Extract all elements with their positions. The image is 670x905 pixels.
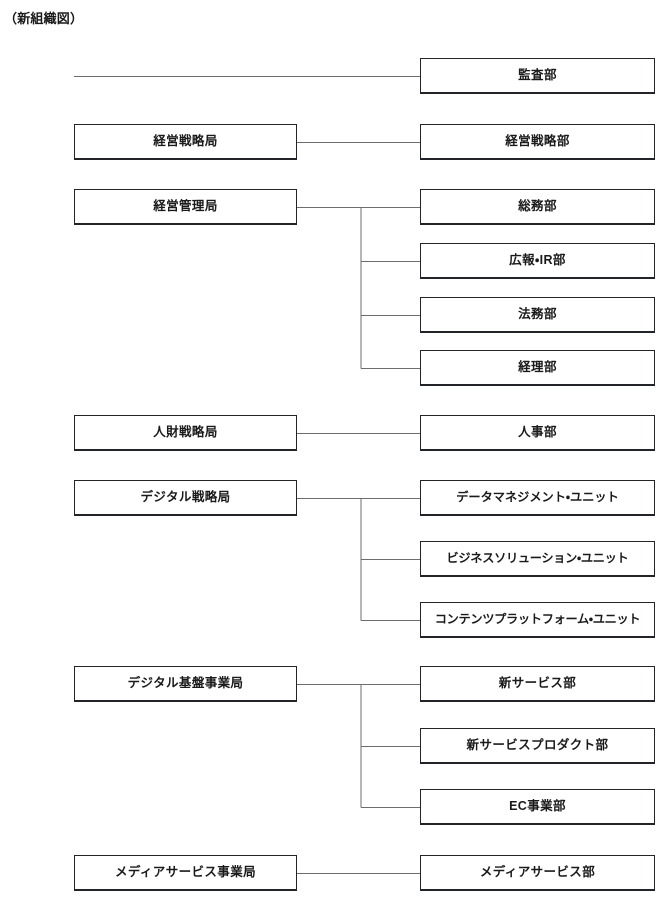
node-label: デジタル戦略局	[140, 490, 231, 505]
node-label: 人事部	[518, 425, 557, 440]
node-label: 監査部	[518, 68, 557, 83]
node-mgmt-strategy-dept[interactable]: 経営戦略部	[420, 124, 655, 160]
node-new-service-dept[interactable]: 新サービス部	[420, 666, 655, 702]
node-label: データマネジメント・ユニット	[456, 490, 619, 505]
node-business-solution-unit[interactable]: ビジネスソリューション・ユニット	[420, 541, 655, 577]
node-label: メディアサービス部	[479, 865, 596, 880]
node-hr-dept[interactable]: 人事部	[420, 415, 655, 451]
node-pr-ir-dept[interactable]: 広報・IR部	[420, 243, 655, 279]
node-label: 経営管理局	[153, 199, 218, 214]
node-label: コンテンツプラットフォーム・ユニット	[434, 612, 641, 627]
node-label: ビジネスソリューション・ユニット	[446, 551, 629, 566]
page-title: （新組織図）	[4, 11, 84, 26]
node-mgmt-admin-bureau[interactable]: 経営管理局	[74, 189, 297, 225]
node-accounting-dept[interactable]: 経理部	[420, 350, 655, 386]
node-label: 新サービスプロダクト部	[466, 738, 609, 753]
node-label: 総務部	[518, 199, 557, 214]
node-content-platform-unit[interactable]: コンテンツプラットフォーム・ユニット	[420, 602, 655, 638]
node-digital-infra-bureau[interactable]: デジタル基盤事業局	[74, 666, 297, 702]
node-new-service-product-dept[interactable]: 新サービスプロダクト部	[420, 728, 655, 764]
node-hr-strategy-bureau[interactable]: 人財戦略局	[74, 415, 297, 451]
node-digital-strategy-bureau[interactable]: デジタル戦略局	[74, 480, 297, 516]
node-label: 人財戦略局	[153, 425, 218, 440]
node-media-service-bureau[interactable]: メディアサービス事業局	[74, 855, 297, 891]
node-label: 経理部	[518, 360, 557, 375]
node-media-service-dept[interactable]: メディアサービス部	[420, 855, 655, 891]
node-label: 法務部	[518, 307, 557, 322]
node-data-management-unit[interactable]: データマネジメント・ユニット	[420, 480, 655, 516]
node-general-affairs-dept[interactable]: 総務部	[420, 189, 655, 225]
node-audit-dept[interactable]: 監査部	[420, 58, 655, 94]
node-label: 経営戦略部	[505, 134, 570, 149]
node-label: メディアサービス事業局	[114, 865, 257, 880]
node-label: デジタル基盤事業局	[127, 676, 244, 691]
node-label: 経営戦略局	[153, 134, 218, 149]
node-mgmt-strategy-bureau[interactable]: 経営戦略局	[74, 124, 297, 160]
node-label: 新サービス部	[498, 676, 577, 691]
node-ec-business-dept[interactable]: EC事業部	[420, 789, 655, 825]
node-label: 広報・IR部	[509, 253, 566, 268]
node-label: EC事業部	[509, 799, 566, 814]
node-legal-dept[interactable]: 法務部	[420, 297, 655, 333]
